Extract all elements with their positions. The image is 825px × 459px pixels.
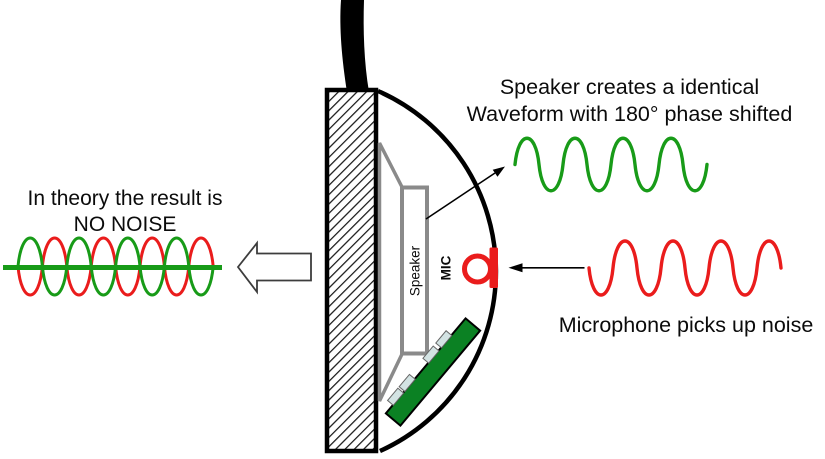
- noise-waveform: [587, 239, 783, 297]
- speaker-housing: [377, 142, 405, 402]
- pcb-component: [386, 387, 405, 406]
- result-arrow: [236, 240, 312, 295]
- speaker-box: [400, 185, 429, 356]
- mic-wave-caption: Microphone picks up noise: [530, 312, 825, 338]
- speaker-wave-caption-line1: Speaker creates a identical: [499, 75, 760, 99]
- circuit-board: [384, 316, 482, 428]
- result-caption-line1: In theory the result is: [27, 187, 223, 210]
- mic-label: MIC: [439, 255, 454, 280]
- speaker-label: Speaker: [408, 245, 423, 296]
- earcup-shell: [324, 87, 379, 454]
- arrow-to-speaker-wave: [425, 166, 505, 220]
- pcb-component: [422, 345, 440, 364]
- pcb-component: [398, 373, 416, 393]
- arrow-to-mic: [508, 263, 585, 273]
- speaker-wave-caption-line2: Waveform with 180° phase shifted: [466, 102, 793, 126]
- microphone-icon: [462, 247, 498, 288]
- headband: [340, 0, 369, 92]
- pcb-component: [435, 330, 453, 349]
- speaker-waveform: [513, 136, 709, 193]
- result-caption: In theory the result is NO NOISE: [10, 186, 240, 238]
- result-caption-line2: NO NOISE: [73, 213, 177, 236]
- speaker-wave-caption: Speaker creates a identical Waveform wit…: [437, 74, 822, 128]
- mic-wave-caption-line1: Microphone picks up noise: [558, 313, 814, 337]
